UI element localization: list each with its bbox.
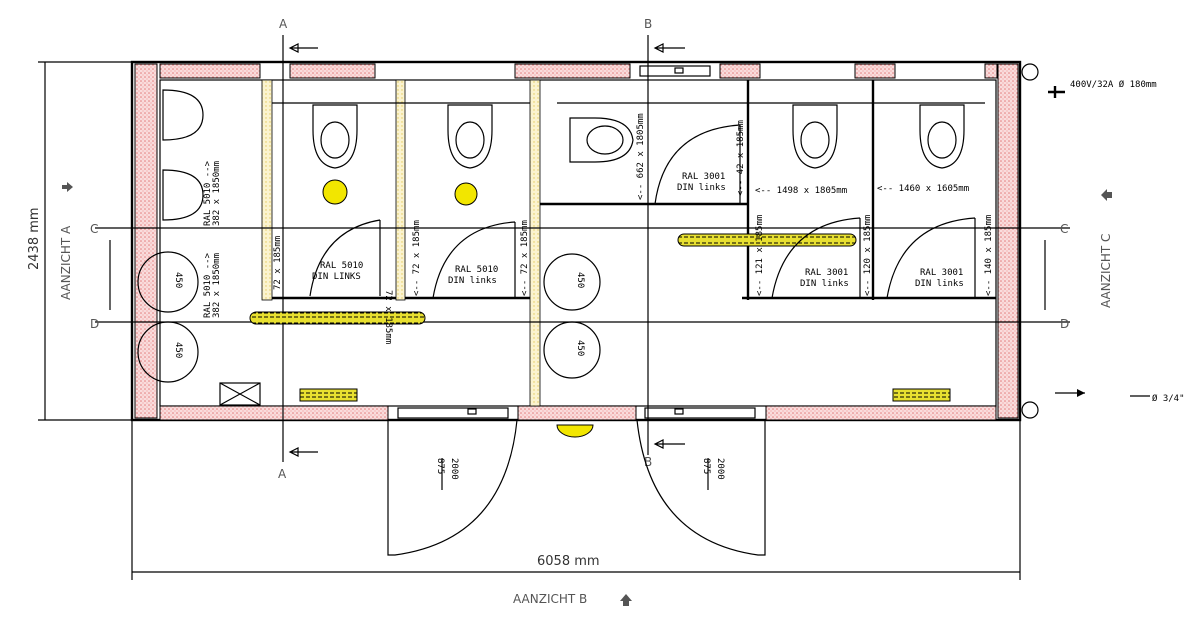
dimension-height: 2438 mm AANZICHT A <box>27 61 132 421</box>
door-width: 875 <box>701 458 711 474</box>
radiator-icon <box>249 311 426 325</box>
door-width: 875 <box>435 458 445 474</box>
cubicle-din: DIN links <box>677 183 726 193</box>
cubicle-size: <-- 662 x 1805mm <box>636 113 646 200</box>
window-frames <box>397 65 756 419</box>
section-d-right: D <box>1060 317 1069 331</box>
view-label-c: AANZICHT C <box>1099 234 1113 308</box>
partition-size: 72 x 185mm <box>273 236 283 290</box>
view-label-a: AANZICHT A <box>59 225 73 300</box>
toilet-icon <box>312 104 358 169</box>
sink-size: 450 <box>173 342 183 358</box>
partition-size: <-- 120 x 185mm <box>863 215 873 296</box>
sink-size: 450 <box>575 340 585 356</box>
cubicle-din: DIN links <box>448 276 497 286</box>
heater-icon <box>892 388 951 402</box>
partitions <box>261 79 996 407</box>
toilet-icon <box>792 104 838 169</box>
power-label: 400V/32A Ø 180mm <box>1070 79 1157 90</box>
door-height: 2000 <box>715 458 725 480</box>
water-label: Ø 3/4" <box>1152 393 1185 404</box>
section-c-left: C <box>90 222 98 236</box>
partition-size: <-- 42 x 185mm <box>736 120 746 196</box>
light-icon <box>454 182 478 206</box>
partition-size: <-- 140 x 185mm <box>984 215 994 296</box>
utility-connections: 400V/32A Ø 180mm Ø 3/4" <box>1021 63 1185 419</box>
exterior-walls <box>130 60 1022 422</box>
cubicle-ral: RAL 5010 <box>455 265 498 275</box>
arrow-icon <box>62 182 73 192</box>
urinal-ral: RAL 5010 --> <box>203 160 213 226</box>
view-c: AANZICHT C <box>1099 189 1113 308</box>
section-a-top: A <box>279 17 288 31</box>
cubicle-ral: RAL 5010 <box>320 261 363 271</box>
cubicle-labels: RAL 5010 DIN LINKS RAL 5010 DIN links RA… <box>203 113 994 344</box>
sink-size: 450 <box>173 272 183 288</box>
section-b-top: B <box>644 17 652 31</box>
urinal-size: 382 x 1850mm <box>212 253 222 318</box>
urinal-ral: RAL 5010 --> <box>203 252 213 318</box>
entrance-door-1[interactable]: 875 2000 <box>387 419 518 556</box>
entrance-door-2[interactable]: 875 2000 <box>636 419 766 556</box>
urinal-icon <box>162 89 204 221</box>
section-d-left: D <box>90 317 99 331</box>
label: 2438 mm <box>27 207 42 270</box>
cubicle-size: <-- 1460 x 1605mm <box>877 184 969 194</box>
view-label-b: AANZICHT B <box>513 592 587 606</box>
door-height: 2000 <box>449 458 459 480</box>
urinal-size: 382 x 1850mm <box>212 161 222 226</box>
partition-size: <-- 72 x 185mm <box>520 220 530 296</box>
cubicle-din: DIN links <box>915 279 964 289</box>
section-c-right: C <box>1060 222 1068 236</box>
cubicle-ral: RAL 3001 <box>682 172 725 182</box>
label: 6058 mm <box>537 554 600 569</box>
toilets <box>162 89 965 438</box>
sink-size: 450 <box>575 272 585 288</box>
cubicle-din: DIN links <box>800 279 849 289</box>
toilet-icon <box>569 117 634 163</box>
heater-icon <box>299 388 358 402</box>
arrow-icon <box>1101 189 1112 201</box>
partition-size: 72 x 185mm <box>383 290 393 344</box>
cubicle-doors <box>309 124 976 299</box>
sinks: 450 450 450 450 <box>137 251 601 383</box>
cubicle-ral: RAL 3001 <box>805 268 848 278</box>
section-a-bottom: A <box>278 467 287 481</box>
radiator-icon <box>677 233 857 247</box>
light-icon <box>322 179 348 205</box>
arrow-icon <box>620 594 632 606</box>
light-icon <box>556 424 594 438</box>
section-b-bottom: B <box>644 455 652 469</box>
toilet-icon <box>919 104 965 169</box>
toilet-icon <box>447 104 493 169</box>
cubicle-din: DIN LINKS <box>312 272 361 282</box>
boiler-icon <box>219 382 261 406</box>
dimension-width: 6058 mm AANZICHT B <box>131 420 1021 606</box>
cubicle-ral: RAL 3001 <box>920 268 963 278</box>
partition-size: <-- 121 x 185mm <box>755 215 765 296</box>
cubicle-size: <-- 1498 x 1805mm <box>755 186 847 196</box>
partition-size: <-- 72 x 185mm <box>412 220 422 296</box>
